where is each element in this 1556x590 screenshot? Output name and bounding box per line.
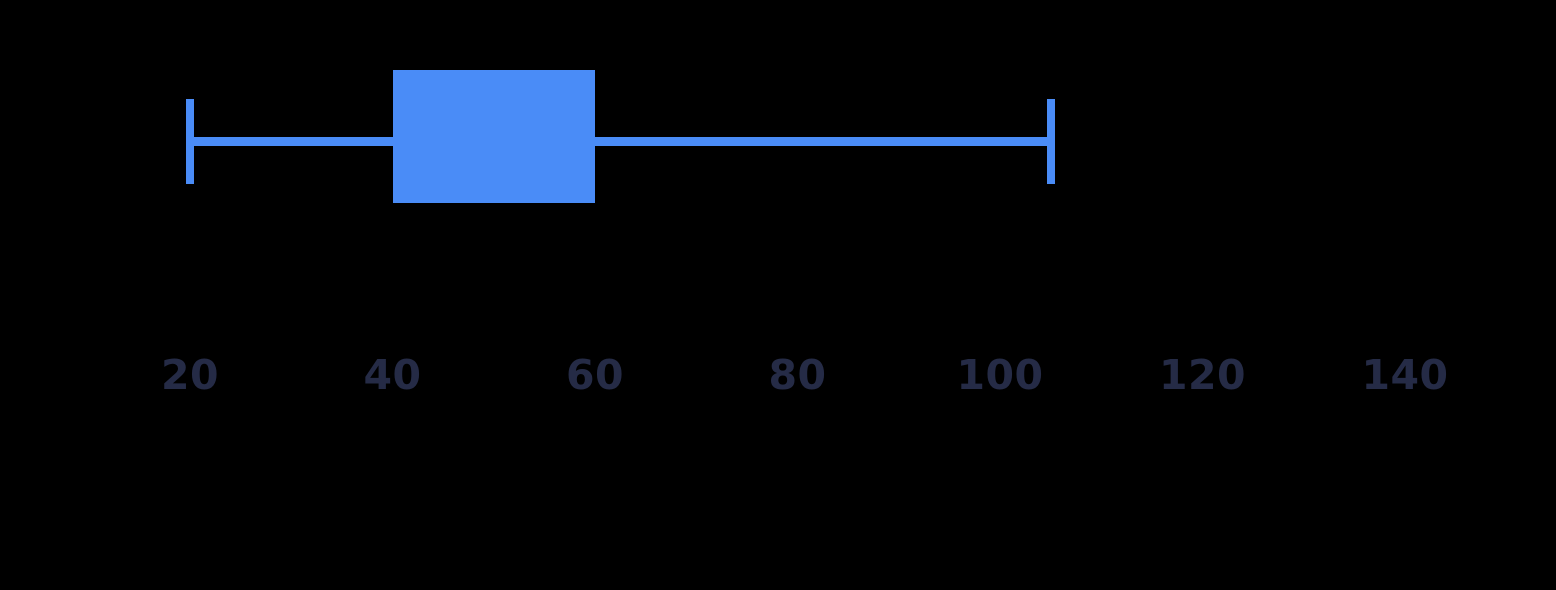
whisker-upper-line bbox=[595, 137, 1051, 146]
iqr-box bbox=[392, 70, 595, 203]
x-axis-tick-label: 120 bbox=[1158, 351, 1247, 399]
x-axis-tick-label: 60 bbox=[565, 351, 625, 399]
whisker-max-cap bbox=[1046, 99, 1055, 184]
plot-area bbox=[186, 70, 1055, 203]
x-axis-tick-label: 80 bbox=[768, 351, 827, 399]
x-axis-tick-label: 100 bbox=[956, 351, 1044, 399]
whisker-lower-line bbox=[190, 137, 393, 146]
x-axis-tick-label: 20 bbox=[160, 351, 220, 399]
x-axis-tick-label: 140 bbox=[1361, 351, 1449, 399]
x-axis-tick-label: 40 bbox=[363, 351, 422, 399]
